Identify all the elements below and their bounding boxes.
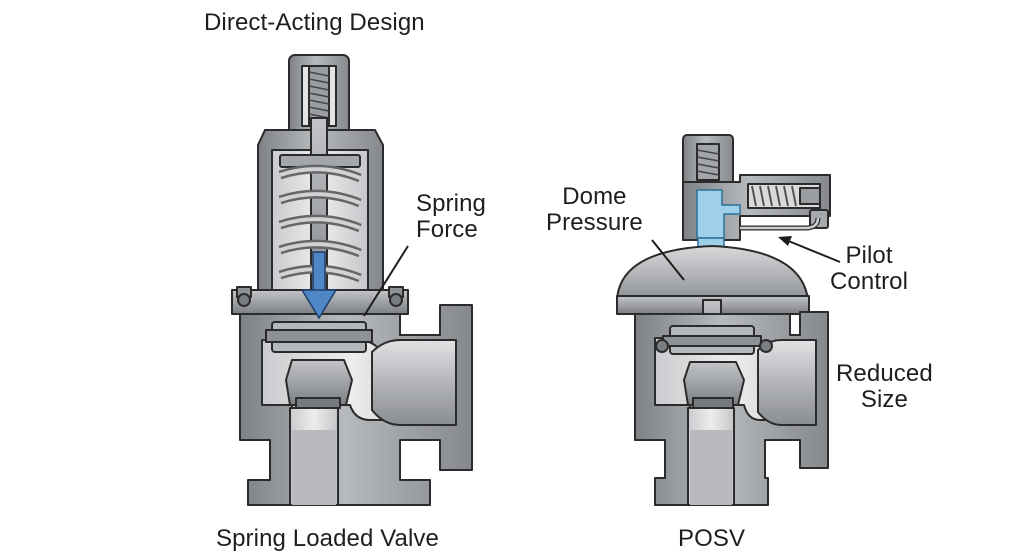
pilot-operated-valve [616,134,831,506]
screw-threads [308,71,330,119]
posv-nozzle [683,361,745,406]
reduced-size-label: Reduced Size [836,361,933,413]
pilot-control-line-2: Control [830,268,909,295]
reduced-size-line-2: Size [860,386,908,413]
dome-pressure-line-2: Pressure [546,209,643,236]
design-title: Direct-Acting Design [204,9,425,36]
outlet-pipe [371,339,457,426]
nozzle [285,359,353,406]
dome-pressure-line-1: Dome [562,183,627,210]
pilot-control-line-1: Pilot [845,242,893,269]
dome-pressure-leader [651,239,685,281]
spring-force-line-2: Force [416,216,478,243]
right-caption: POSV [678,525,746,552]
spring-force-leader [363,245,409,317]
dome [616,245,809,301]
pilot-control-arrow [778,236,841,263]
pilot-control-label: Pilot Control [830,243,908,295]
pilot-spring [751,185,797,207]
spring-force-line-1: Spring [416,190,486,217]
spring-loaded-valve [231,54,473,506]
spring-force-arrow [300,251,338,320]
left-caption: Spring Loaded Valve [216,525,439,552]
reduced-size-line-1: Reduced [836,360,933,387]
dome-pressure-label: Dome Pressure [546,184,643,236]
spring-force-label: Spring Force [416,191,486,243]
pilot-sense-line [740,217,821,231]
